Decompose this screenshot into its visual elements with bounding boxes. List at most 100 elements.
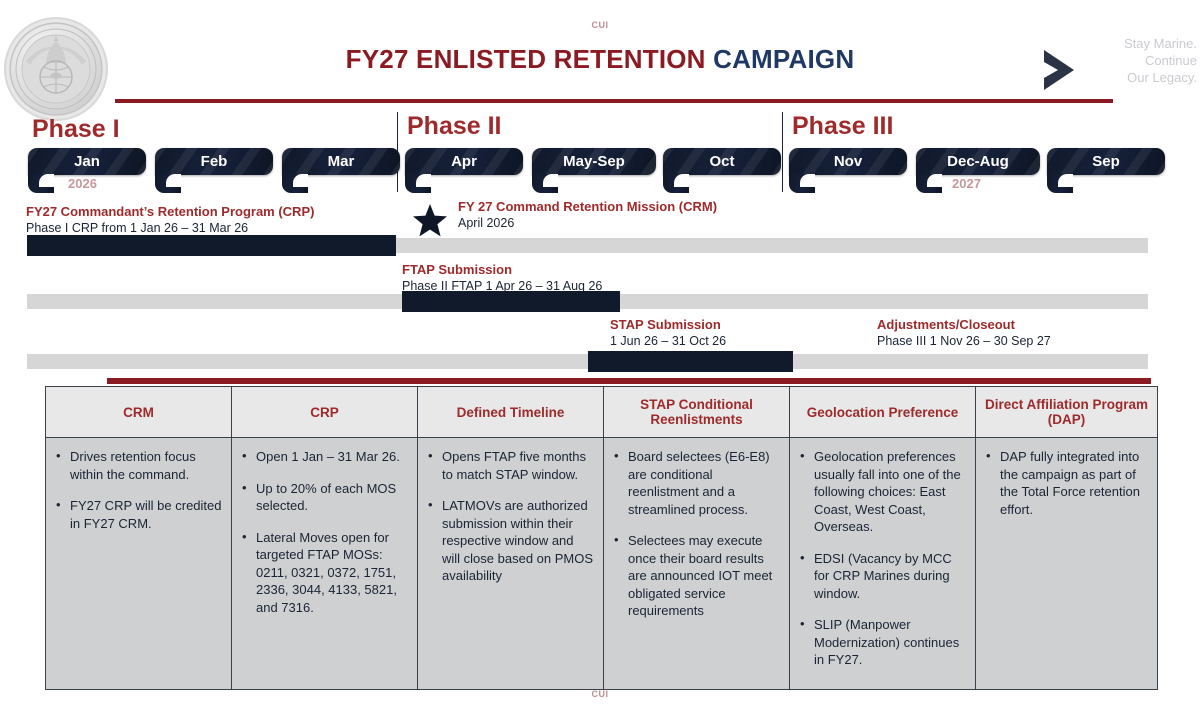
month-chip-label: Mar xyxy=(327,153,355,170)
cui-marking-top: CUI xyxy=(591,20,609,30)
milestone-crm: FY 27 Command Retention Mission (CRM) Ap… xyxy=(458,198,717,231)
chip-tail xyxy=(405,174,431,193)
list-item: DAP fully integrated into the campaign a… xyxy=(986,447,1149,518)
page-title-primary: FY27 ENLISTED RETENTION xyxy=(345,44,706,74)
month-chip-nov[interactable]: Nov xyxy=(789,148,907,193)
chip-tail xyxy=(1047,174,1073,193)
cell-crp: Open 1 Jan – 31 Mar 26. Up to 20% of eac… xyxy=(231,437,418,690)
chip-tail xyxy=(282,174,308,193)
milestone-title: FY 27 Command Retention Mission (CRM) xyxy=(458,199,718,214)
chip-tail xyxy=(28,174,54,193)
month-chip-jan[interactable]: Jan xyxy=(28,148,146,193)
month-chip-label: Apr xyxy=(451,153,477,170)
month-chip-dec-aug[interactable]: Dec-Aug xyxy=(916,148,1040,193)
month-chip-label: Nov xyxy=(833,153,863,170)
list-item: Selectees may execute once their board r… xyxy=(614,531,781,620)
column-header-crm: CRM xyxy=(45,386,232,438)
list-item: Board selectees (E6-E8) are conditional … xyxy=(614,447,781,518)
milestone-subtitle: 1 Jun 26 – 31 Oct 26 xyxy=(610,334,727,348)
phase-label-2: Phase II xyxy=(407,112,502,140)
matrix-top-accent-bar xyxy=(107,378,1151,384)
column-header-defined-timeline: Defined Timeline xyxy=(417,386,604,438)
timeline-fill-ftap xyxy=(402,291,620,312)
milestone-adjustments: Adjustments/Closeout Phase III 1 Nov 26 … xyxy=(877,316,1051,349)
timeline-fill-crp xyxy=(27,235,396,256)
month-chip-mar[interactable]: Mar xyxy=(282,148,400,193)
bullet-list: Drives retention focus within the comman… xyxy=(54,447,223,532)
list-item: FY27 CRP will be credited in FY27 CRM. xyxy=(56,496,223,532)
timeline-fill-stap xyxy=(588,351,793,372)
cui-marking-bottom: CUI xyxy=(591,689,609,699)
tagline-line-2: Continue xyxy=(1144,53,1197,68)
year-label-2026: 2026 xyxy=(68,176,97,191)
cell-defined-timeline: Opens FTAP five months to match STAP win… xyxy=(417,437,604,690)
phase-divider-2 xyxy=(782,112,783,192)
milestone-title: FY27 Commandant’s Retention Program (CRP… xyxy=(26,204,315,219)
cell-stap-conditional: Board selectees (E6-E8) are conditional … xyxy=(603,437,790,690)
bullet-list: Open 1 Jan – 31 Mar 26. Up to 20% of eac… xyxy=(240,447,409,617)
bullet-list: Board selectees (E6-E8) are conditional … xyxy=(612,447,781,620)
milestone-subtitle: Phase III 1 Nov 26 – 30 Sep 27 xyxy=(877,334,1051,348)
phase-label-3: Phase III xyxy=(792,112,894,140)
chip-tail xyxy=(916,174,942,193)
list-item: Up to 20% of each MOS selected. xyxy=(242,479,409,515)
milestone-title: FTAP Submission xyxy=(402,262,513,277)
table-header-row: CRM CRP Defined Timeline STAP Conditiona… xyxy=(45,386,1158,438)
list-item: Drives retention focus within the comman… xyxy=(56,447,223,483)
page-title-secondary: CAMPAIGN xyxy=(713,44,855,74)
cell-crm: Drives retention focus within the comman… xyxy=(45,437,232,690)
chip-tail xyxy=(532,174,558,193)
month-chip-sep[interactable]: Sep xyxy=(1047,148,1165,193)
chip-tail xyxy=(155,174,181,193)
summary-matrix-table: CRM CRP Defined Timeline STAP Conditiona… xyxy=(45,386,1158,690)
milestone-subtitle: Phase I CRP from 1 Jan 26 – 31 Mar 26 xyxy=(26,221,249,235)
usmc-seal-icon xyxy=(4,17,108,121)
tagline-line-3: Our Legacy. xyxy=(1127,70,1197,85)
star-icon xyxy=(412,203,448,239)
month-chip-label: Oct xyxy=(709,153,735,170)
month-chip-label: May-Sep xyxy=(563,153,625,170)
month-chip-label: Sep xyxy=(1092,153,1120,170)
month-chip-label: Feb xyxy=(200,153,228,170)
month-chip-apr[interactable]: Apr xyxy=(405,148,523,193)
list-item: Open 1 Jan – 31 Mar 26. xyxy=(242,447,409,466)
tagline-line-1: Stay Marine. xyxy=(1124,36,1197,51)
phase-label-1: Phase I xyxy=(32,115,120,143)
list-item: Opens FTAP five months to match STAP win… xyxy=(428,447,595,483)
month-chip-feb[interactable]: Feb xyxy=(155,148,273,193)
milestone-subtitle: April 2026 xyxy=(458,216,515,230)
bullet-list: Geolocation preferences usually fall int… xyxy=(798,447,967,669)
milestone-title: Adjustments/Closeout xyxy=(877,317,1015,332)
page-title: FY27 ENLISTED RETENTION CAMPAIGN xyxy=(110,44,1090,75)
list-item: EDSI (Vacancy by MCC for CRP Marines dur… xyxy=(800,549,967,603)
column-header-stap-conditional: STAP Conditional Reenlistments xyxy=(603,386,790,438)
month-chip-label: Jan xyxy=(74,153,100,170)
column-header-dap: Direct Affiliation Program (DAP) xyxy=(975,386,1158,438)
milestone-subtitle: Phase II FTAP 1 Apr 26 – 31 Aug 26 xyxy=(402,279,603,293)
table-row: Drives retention focus within the comman… xyxy=(45,437,1158,690)
title-underline-rule xyxy=(115,99,1113,103)
milestone-crp: FY27 Commandant’s Retention Program (CRP… xyxy=(26,203,314,236)
cell-geolocation: Geolocation preferences usually fall int… xyxy=(789,437,976,690)
list-item: SLIP (Manpower Modernization) continues … xyxy=(800,615,967,669)
chip-tail xyxy=(789,174,815,193)
milestone-stap: STAP Submission 1 Jun 26 – 31 Oct 26 xyxy=(610,316,726,349)
brand-tagline: Stay Marine. Continue Our Legacy. xyxy=(1085,35,1197,86)
list-item: Lateral Moves open for targeted FTAP MOS… xyxy=(242,528,409,617)
milestone-ftap: FTAP Submission Phase II FTAP 1 Apr 26 –… xyxy=(402,261,602,294)
list-item: Geolocation preferences usually fall int… xyxy=(800,447,967,536)
timeline-track-stap xyxy=(27,351,1148,372)
month-chip-may-sep[interactable]: May-Sep xyxy=(532,148,656,193)
month-chip-oct[interactable]: Oct xyxy=(663,148,781,193)
column-header-crp: CRP xyxy=(231,386,418,438)
column-header-geolocation: Geolocation Preference xyxy=(789,386,976,438)
milestone-title: STAP Submission xyxy=(610,317,721,332)
cell-dap: DAP fully integrated into the campaign a… xyxy=(975,437,1158,690)
timeline-track-ftap xyxy=(27,291,1148,312)
chevron-right-icon xyxy=(1040,48,1082,92)
bullet-list: Opens FTAP five months to match STAP win… xyxy=(426,447,595,585)
year-label-2027: 2027 xyxy=(952,176,981,191)
list-item: LATMOVs are authorized submission within… xyxy=(428,496,595,585)
timeline-track-crp xyxy=(27,235,1148,256)
